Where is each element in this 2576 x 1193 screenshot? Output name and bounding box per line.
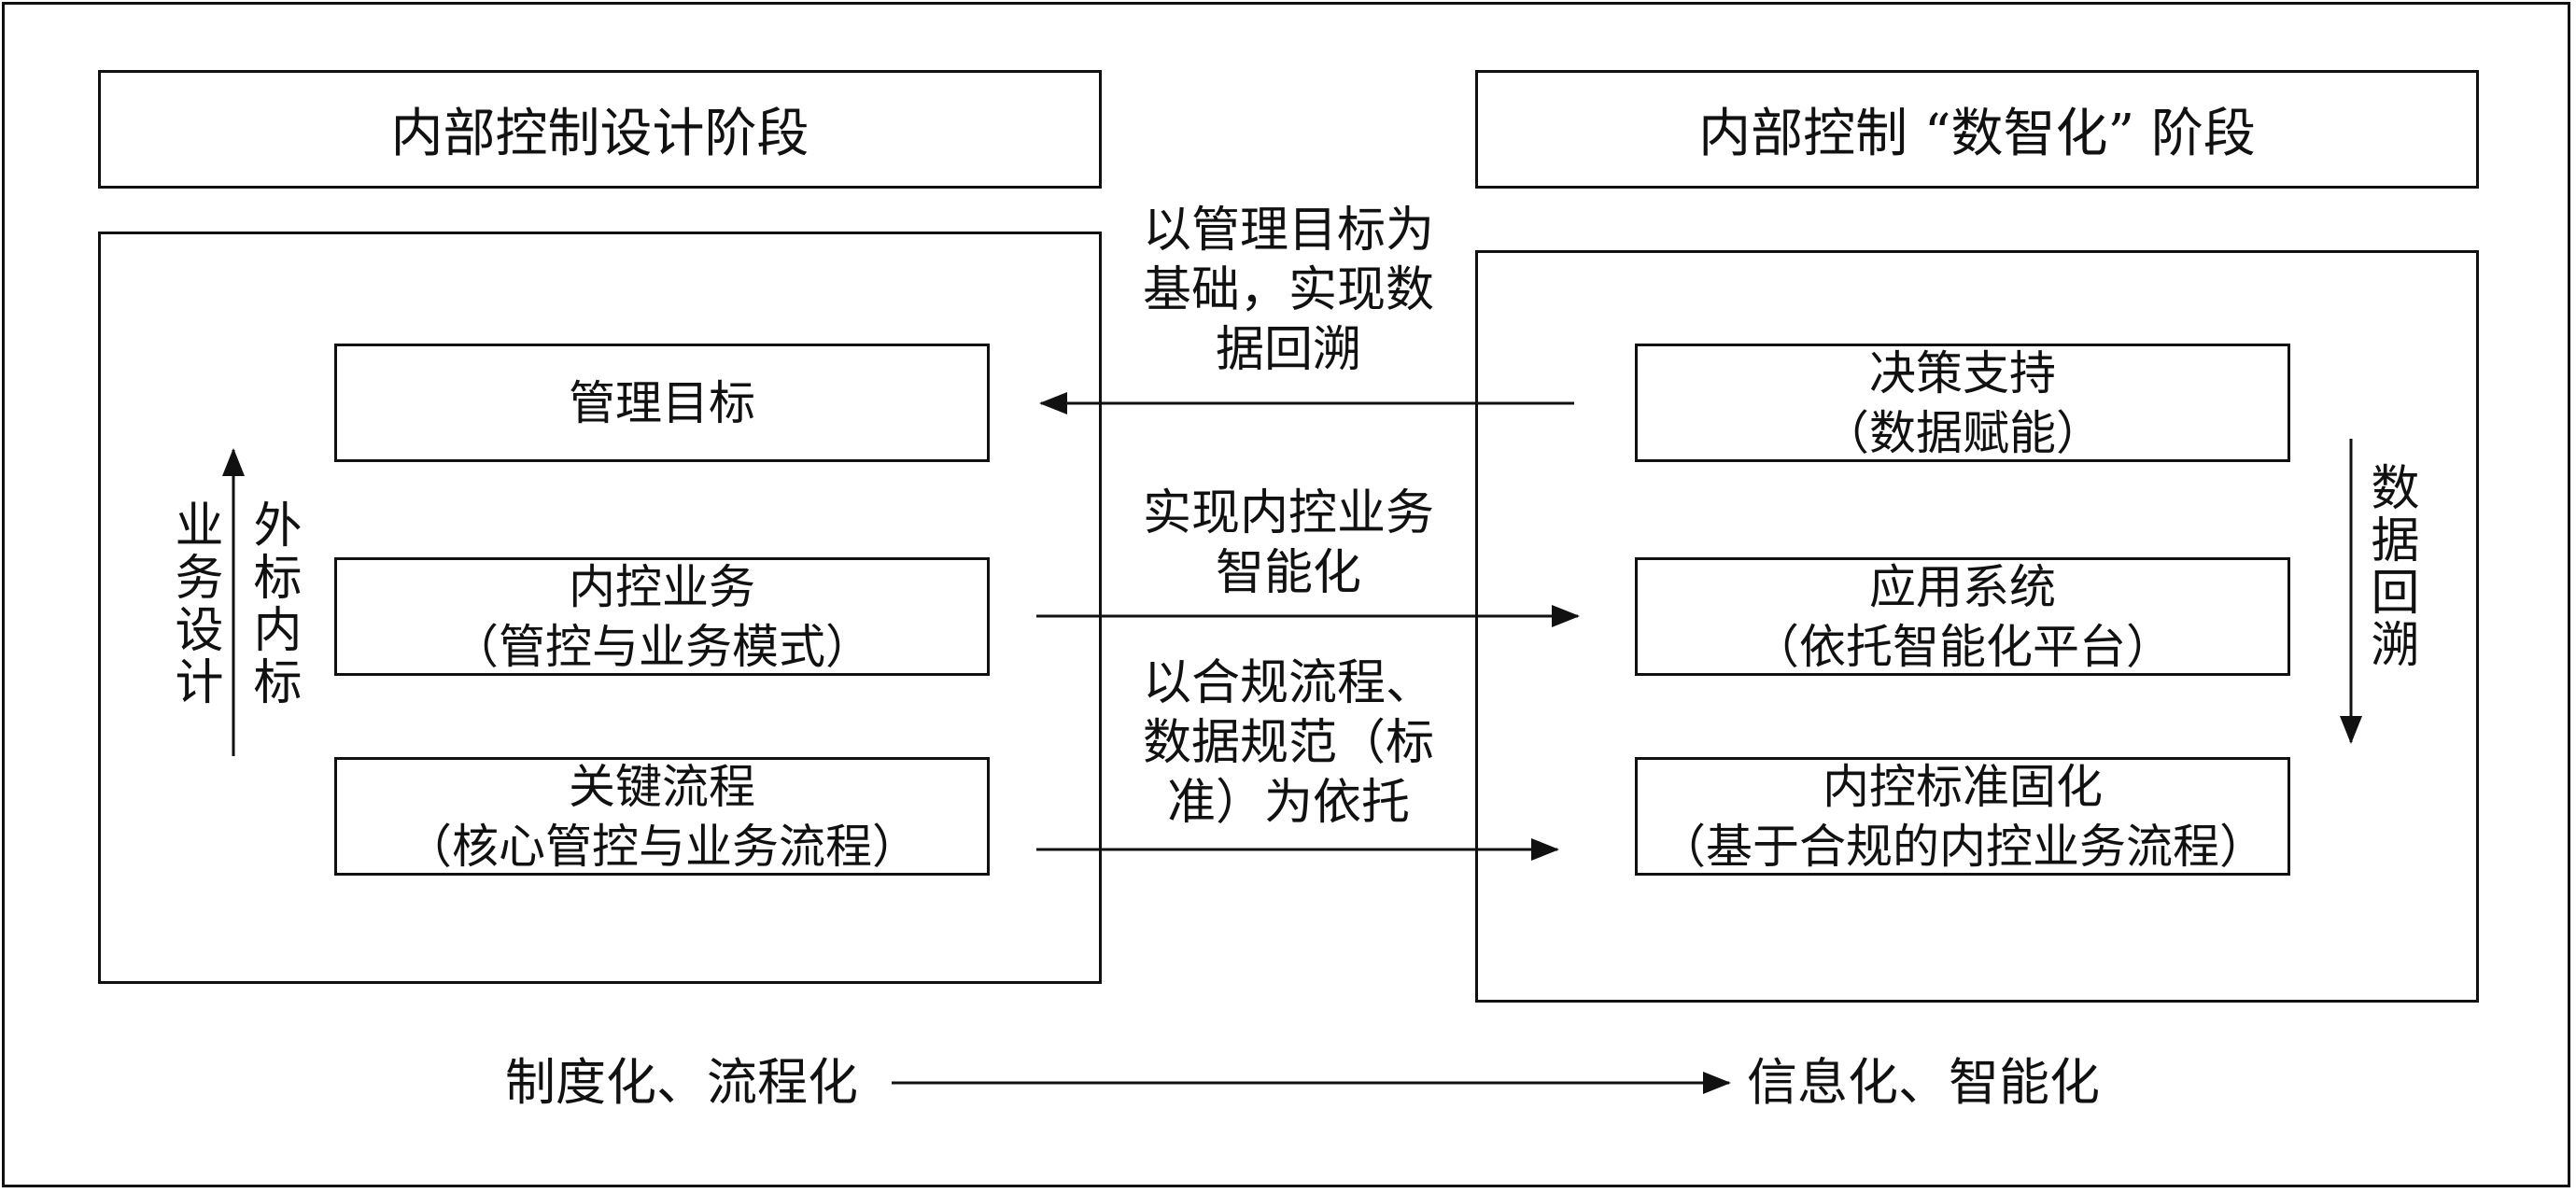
node-application-system-line2: （依托智能化平台） (1753, 619, 2173, 674)
node-decision-support: 决策支持 （数据赋能） (1635, 344, 2290, 462)
node-key-process-line1: 关键流程 (569, 759, 755, 814)
middle-label-intelligent-business: 实现内控业务 智能化 (1102, 484, 1475, 603)
side-label-business-design: 业务设计 (166, 499, 222, 709)
node-decision-support-line1: 决策支持 (1869, 345, 2056, 400)
node-internal-control-business-line1: 内控业务 (569, 559, 755, 614)
right-stage-title-text: 内部控制 “数智化” 阶段 (1698, 104, 2256, 164)
node-application-system-line1: 应用系统 (1869, 559, 2056, 614)
node-internal-control-business-line2: （管控与业务模式） (452, 619, 872, 674)
node-standard-solidification-line2: （基于合规的内控业务流程） (1659, 819, 2266, 874)
middle-label-3-line1: 以合规流程、 (1142, 655, 1434, 711)
node-management-goal: 管理目标 (334, 344, 990, 462)
middle-label-compliance-basis: 以合规流程、 数据规范（标 准）为依托 (1102, 653, 1475, 833)
node-standard-solidification: 内控标准固化 （基于合规的内控业务流程） (1635, 757, 2290, 876)
bottom-label-from: 制度化、流程化 (505, 1053, 858, 1112)
node-decision-support-line2: （数据赋能） (1823, 405, 2103, 460)
left-stage-title-text: 内部控制设计阶段 (390, 104, 809, 164)
middle-label-3-line3: 准）为依托 (1166, 775, 1410, 831)
middle-label-1-line1: 以管理目标为 (1142, 203, 1434, 259)
right-stage-title: 内部控制 “数智化” 阶段 (1475, 70, 2479, 189)
middle-label-data-backtracking: 以管理目标为 基础，实现数 据回溯 (1102, 201, 1475, 380)
node-application-system: 应用系统 （依托智能化平台） (1635, 557, 2290, 676)
left-stage-title: 内部控制设计阶段 (98, 70, 1102, 189)
node-standard-solidification-line1: 内控标准固化 (1823, 759, 2103, 814)
middle-label-3-line2: 数据规范（标 (1142, 715, 1434, 771)
middle-label-2-line2: 智能化 (1215, 545, 1361, 601)
middle-label-1-line2: 基础，实现数 (1142, 262, 1434, 318)
side-label-external-internal-standard: 外标内标 (245, 499, 301, 709)
node-key-process-line2: （核心管控与业务流程） (405, 819, 919, 874)
node-management-goal-line1: 管理目标 (569, 375, 755, 430)
node-internal-control-business: 内控业务 （管控与业务模式） (334, 557, 990, 676)
side-label-data-backtracking: 数据回溯 (2362, 462, 2418, 671)
node-key-process: 关键流程 （核心管控与业务流程） (334, 757, 990, 876)
middle-label-1-line3: 据回溯 (1215, 322, 1361, 378)
middle-label-2-line1: 实现内控业务 (1142, 485, 1434, 541)
bottom-label-to: 信息化、智能化 (1747, 1053, 2100, 1112)
